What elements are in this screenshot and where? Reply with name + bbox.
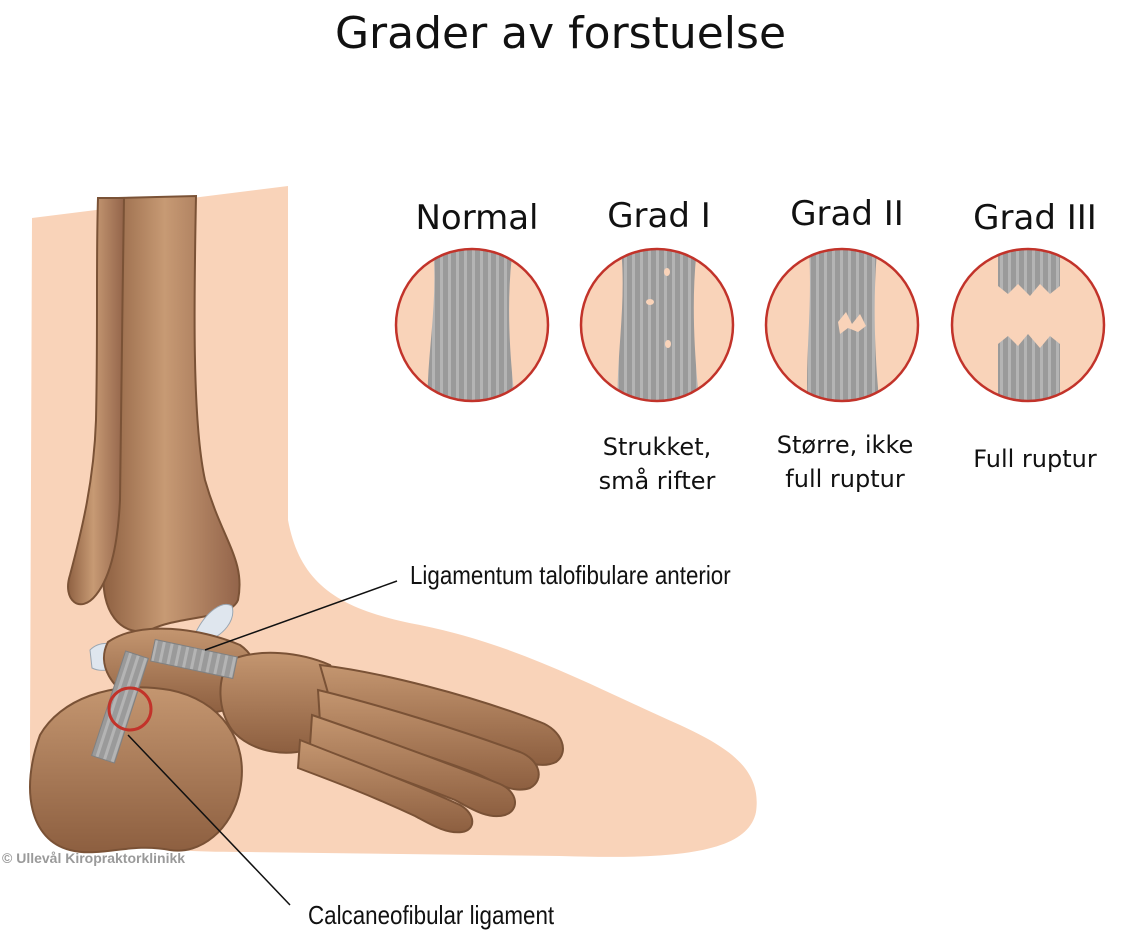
grade-one-ligament-icon (579, 247, 735, 403)
grade-label-grade-three: Grad III (973, 198, 1097, 238)
grade-two-description: Større, ikke full ruptur (750, 428, 940, 496)
grade-label-grade-one: Grad I (607, 196, 711, 236)
fibula-bone (67, 197, 126, 606)
grade-three-description: Full ruptur (940, 442, 1121, 476)
calcaneus-bone (29, 686, 243, 854)
page-title: Grader av forstuelse (334, 8, 787, 59)
grade-one-description-line-1: Strukket, (602, 433, 712, 461)
grade-label-normal: Normal (415, 198, 539, 238)
grade-three-ligament-icon (950, 247, 1106, 403)
grade-two-ligament-icon (764, 247, 920, 403)
leader-line-calcaneofibular (127, 734, 291, 906)
grade-two-description-line-2: full ruptur (785, 465, 905, 493)
normal-ligament-icon (394, 247, 550, 403)
anterior-talofibular-ligament (150, 638, 238, 680)
callout-calcaneofibular: Calcaneofibular ligament (308, 900, 555, 930)
grade-label-grade-two: Grad II (790, 194, 904, 234)
callout-anterior-talofibular: Ligamentum talofibulare anterior (410, 560, 731, 590)
grade-two-description-line-1: Større, ikke (776, 431, 914, 459)
grade-one-description-line-2: små rifter (598, 467, 716, 495)
grade-three-description-line-1: Full ruptur (973, 445, 1097, 473)
grade-one-description: Strukket, små rifter (562, 430, 752, 498)
leader-line-anterior (204, 580, 398, 651)
copyright-text: © Ullevål Kiropraktorklinikk (2, 850, 186, 866)
highlight-circle (107, 686, 153, 732)
metatarsal-bones (296, 663, 564, 834)
